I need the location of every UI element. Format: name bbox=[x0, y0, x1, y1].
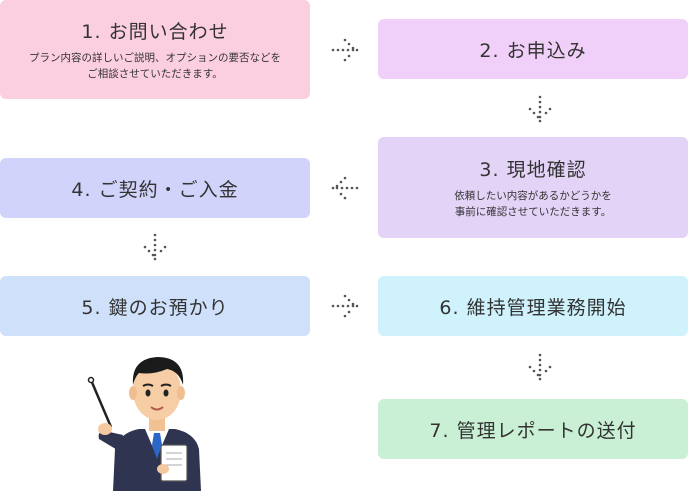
step-4-contract-payment: 4. ご契約・ご入金 bbox=[0, 158, 310, 218]
dotted-arrow-left-icon bbox=[330, 173, 360, 203]
step-4-title: 4. ご契約・ご入金 bbox=[71, 178, 239, 201]
step-3-description: 依頼したい内容があるかどうかを 事前に確認させていただきます。 bbox=[454, 188, 612, 220]
step-3-title: 3. 現地確認 bbox=[479, 159, 587, 181]
dotted-arrow-down-icon bbox=[525, 94, 555, 124]
step-1-desc-line1: プラン内容の詳しいご説明、オプションの要否などを bbox=[29, 52, 281, 64]
step-3-site-check: 3. 現地確認 依頼したい内容があるかどうかを 事前に確認させていただきます。 bbox=[378, 137, 688, 238]
step-1-description: プラン内容の詳しいご説明、オプションの要否などを ご相談させていただきます。 bbox=[29, 50, 281, 82]
step-3-desc-line1: 依頼したい内容があるかどうかを bbox=[454, 190, 612, 202]
step-6-title: 6. 維持管理業務開始 bbox=[439, 296, 627, 319]
dotted-arrow-down-icon bbox=[140, 232, 170, 262]
step-7-title: 7. 管理レポートの送付 bbox=[429, 419, 637, 442]
step-2-application: 2. お申込み bbox=[378, 19, 688, 79]
businessman-with-pointer-illustration-icon bbox=[83, 345, 213, 491]
step-6-maintenance-start: 6. 維持管理業務開始 bbox=[378, 276, 688, 336]
step-1-desc-line2: ご相談させていただきます。 bbox=[87, 68, 223, 80]
dotted-arrow-down-icon bbox=[525, 352, 555, 382]
step-1-inquiry: 1. お問い合わせ プラン内容の詳しいご説明、オプションの要否などを ご相談させ… bbox=[0, 0, 310, 99]
step-5-key-handover: 5. 鍵のお預かり bbox=[0, 276, 310, 336]
dotted-arrow-right-icon bbox=[330, 35, 360, 65]
step-3-desc-line2: 事前に確認させていただきます。 bbox=[454, 206, 612, 218]
dotted-arrow-right-icon bbox=[330, 291, 360, 321]
step-5-title: 5. 鍵のお預かり bbox=[81, 296, 229, 319]
step-7-report-delivery: 7. 管理レポートの送付 bbox=[378, 399, 688, 459]
step-1-title: 1. お問い合わせ bbox=[81, 21, 229, 43]
step-2-title: 2. お申込み bbox=[479, 39, 587, 62]
